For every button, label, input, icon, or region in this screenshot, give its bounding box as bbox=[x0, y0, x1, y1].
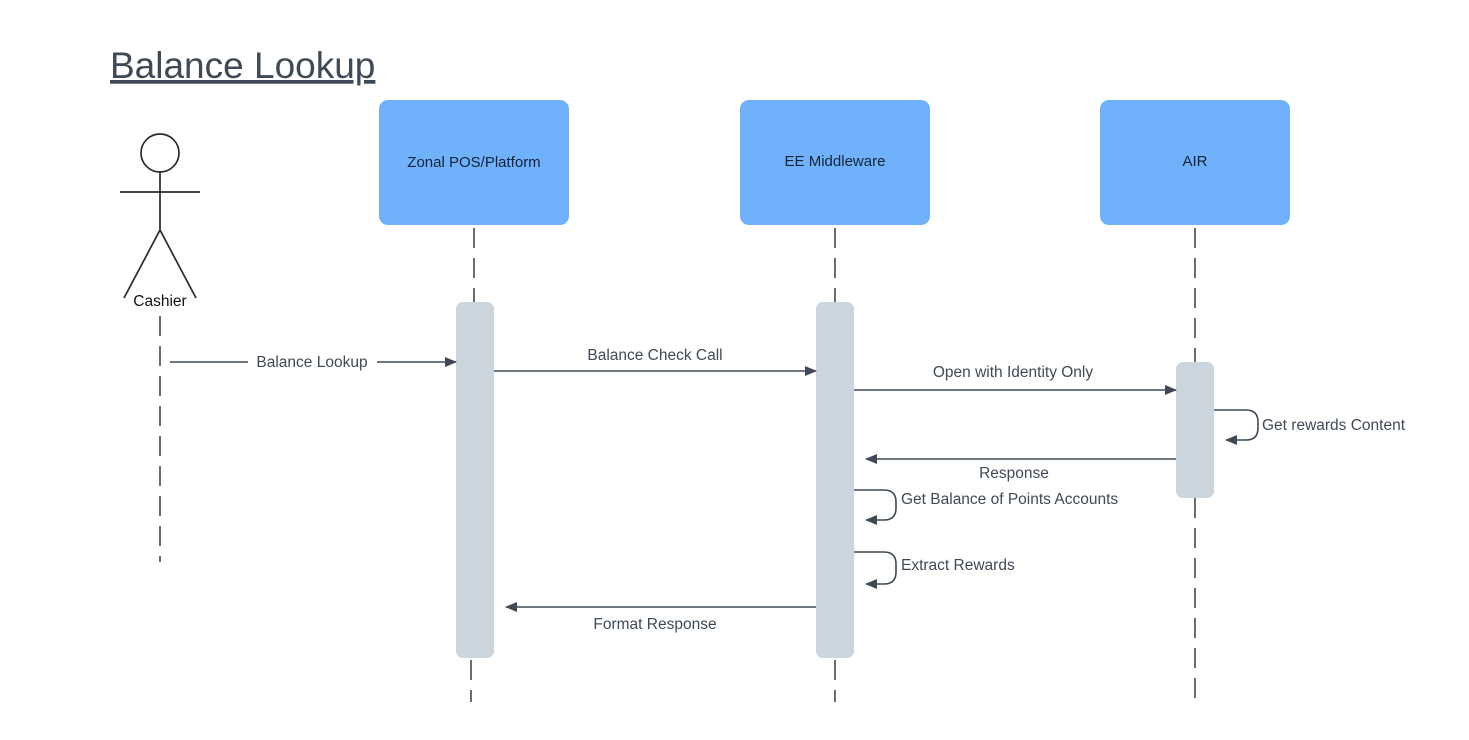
message-open-with-identity-only[interactable]: Open with Identity Only bbox=[854, 364, 1177, 395]
message-extract-rewards[interactable]: Extract Rewards bbox=[854, 551, 1015, 589]
actor-leg-left-icon bbox=[123, 229, 161, 299]
participant-label-air: AIR bbox=[1182, 153, 1207, 170]
actor-label: Cashier bbox=[133, 293, 186, 310]
participant-ee-middleware[interactable]: EE Middleware bbox=[740, 100, 930, 225]
page-title: Balance Lookup bbox=[110, 45, 375, 86]
participant-box-zonal-pos[interactable] bbox=[379, 100, 569, 225]
message-label-get-balance-of-points-accounts: Get Balance of Points Accounts bbox=[901, 491, 1118, 508]
actor-leg-right-icon bbox=[159, 229, 197, 299]
message-balance-check-call[interactable]: Balance Check Call bbox=[494, 347, 817, 376]
message-line-get-rewards-content bbox=[1214, 409, 1259, 445]
actor-cashier[interactable]: Cashier bbox=[120, 133, 200, 310]
message-get-rewards-content[interactable]: Get rewards Content bbox=[1214, 409, 1406, 445]
message-label-format-response: Format Response bbox=[593, 616, 716, 633]
participant-label-zonal-pos: Zonal POS/Platform bbox=[407, 154, 540, 171]
actor-head-icon bbox=[140, 133, 180, 173]
message-line-get-balance-of-points-accounts bbox=[854, 489, 897, 525]
message-get-balance-of-points-accounts[interactable]: Get Balance of Points Accounts bbox=[854, 489, 1118, 525]
message-label-get-rewards-content: Get rewards Content bbox=[1262, 417, 1406, 434]
activation-bar-air bbox=[1176, 362, 1214, 498]
message-balance-lookup[interactable]: Balance Lookup bbox=[170, 354, 457, 371]
participant-zonal-pos[interactable]: Zonal POS/Platform bbox=[379, 100, 569, 225]
message-label-open-with-identity-only: Open with Identity Only bbox=[933, 364, 1093, 381]
activation-bar-ee-middleware bbox=[816, 302, 854, 658]
message-label-extract-rewards: Extract Rewards bbox=[901, 557, 1015, 574]
message-label-balance-lookup: Balance Lookup bbox=[256, 354, 367, 371]
message-line-extract-rewards bbox=[854, 551, 897, 589]
message-format-response[interactable]: Format Response bbox=[505, 602, 816, 633]
message-label-balance-check-call: Balance Check Call bbox=[587, 347, 722, 364]
activation-bar-zonal-pos bbox=[456, 302, 494, 658]
participant-air[interactable]: AIR bbox=[1100, 100, 1290, 225]
participant-box-air[interactable] bbox=[1100, 100, 1290, 225]
participant-label-ee-middleware: EE Middleware bbox=[785, 153, 886, 170]
participant-box-ee-middleware[interactable] bbox=[740, 100, 930, 225]
message-response[interactable]: Response bbox=[865, 454, 1176, 482]
message-label-response: Response bbox=[979, 465, 1049, 482]
